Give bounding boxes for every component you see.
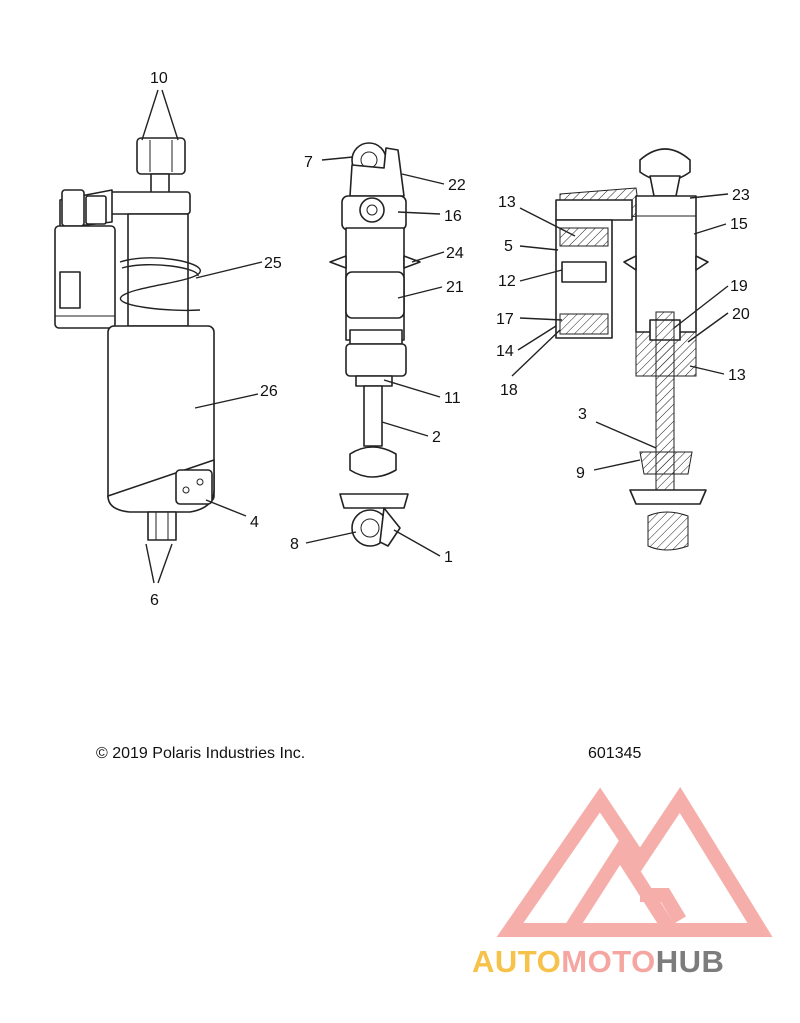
callout-12: 12 <box>498 273 516 290</box>
copyright-text: © 2019 Polaris Industries Inc. <box>96 745 306 762</box>
callout-26: 26 <box>260 383 278 400</box>
callout-23: 23 <box>732 187 750 204</box>
automotohub-logo-icon <box>496 787 773 937</box>
callout-4: 4 <box>250 514 259 531</box>
shock-right-cutaway <box>555 148 709 551</box>
callout-7: 7 <box>304 154 313 171</box>
automotohub-brand-text: AUTOMOTOHUB <box>472 944 725 979</box>
callout-21: 21 <box>446 279 464 296</box>
callout-10: 10 <box>150 70 168 87</box>
callout-11: 11 <box>444 390 461 407</box>
callout-25: 25 <box>264 255 282 272</box>
shock-center <box>329 142 421 547</box>
leader-lines <box>141 89 729 584</box>
callout-labels: 10 25 26 4 6 7 22 16 24 21 11 2 8 1 13 5… <box>150 70 750 609</box>
callout-8: 8 <box>290 536 299 553</box>
callout-15: 15 <box>730 216 748 233</box>
callout-3: 3 <box>578 406 587 423</box>
callout-20: 20 <box>732 306 750 323</box>
callout-19: 19 <box>730 278 748 295</box>
shock-left-exterior <box>54 137 215 541</box>
callout-6: 6 <box>150 592 159 609</box>
callout-2: 2 <box>432 429 441 446</box>
callout-16: 16 <box>444 208 462 225</box>
callout-14: 14 <box>496 343 514 360</box>
drawing-number: 601345 <box>588 745 642 762</box>
callout-17: 17 <box>496 311 514 328</box>
callout-9: 9 <box>576 465 585 482</box>
callout-13-top: 13 <box>498 194 516 211</box>
callout-18: 18 <box>500 382 518 399</box>
callout-24: 24 <box>446 245 464 262</box>
callout-13-bottom: 13 <box>728 367 746 384</box>
callout-1: 1 <box>444 549 453 566</box>
callout-22: 22 <box>448 177 466 194</box>
callout-5: 5 <box>504 238 513 255</box>
